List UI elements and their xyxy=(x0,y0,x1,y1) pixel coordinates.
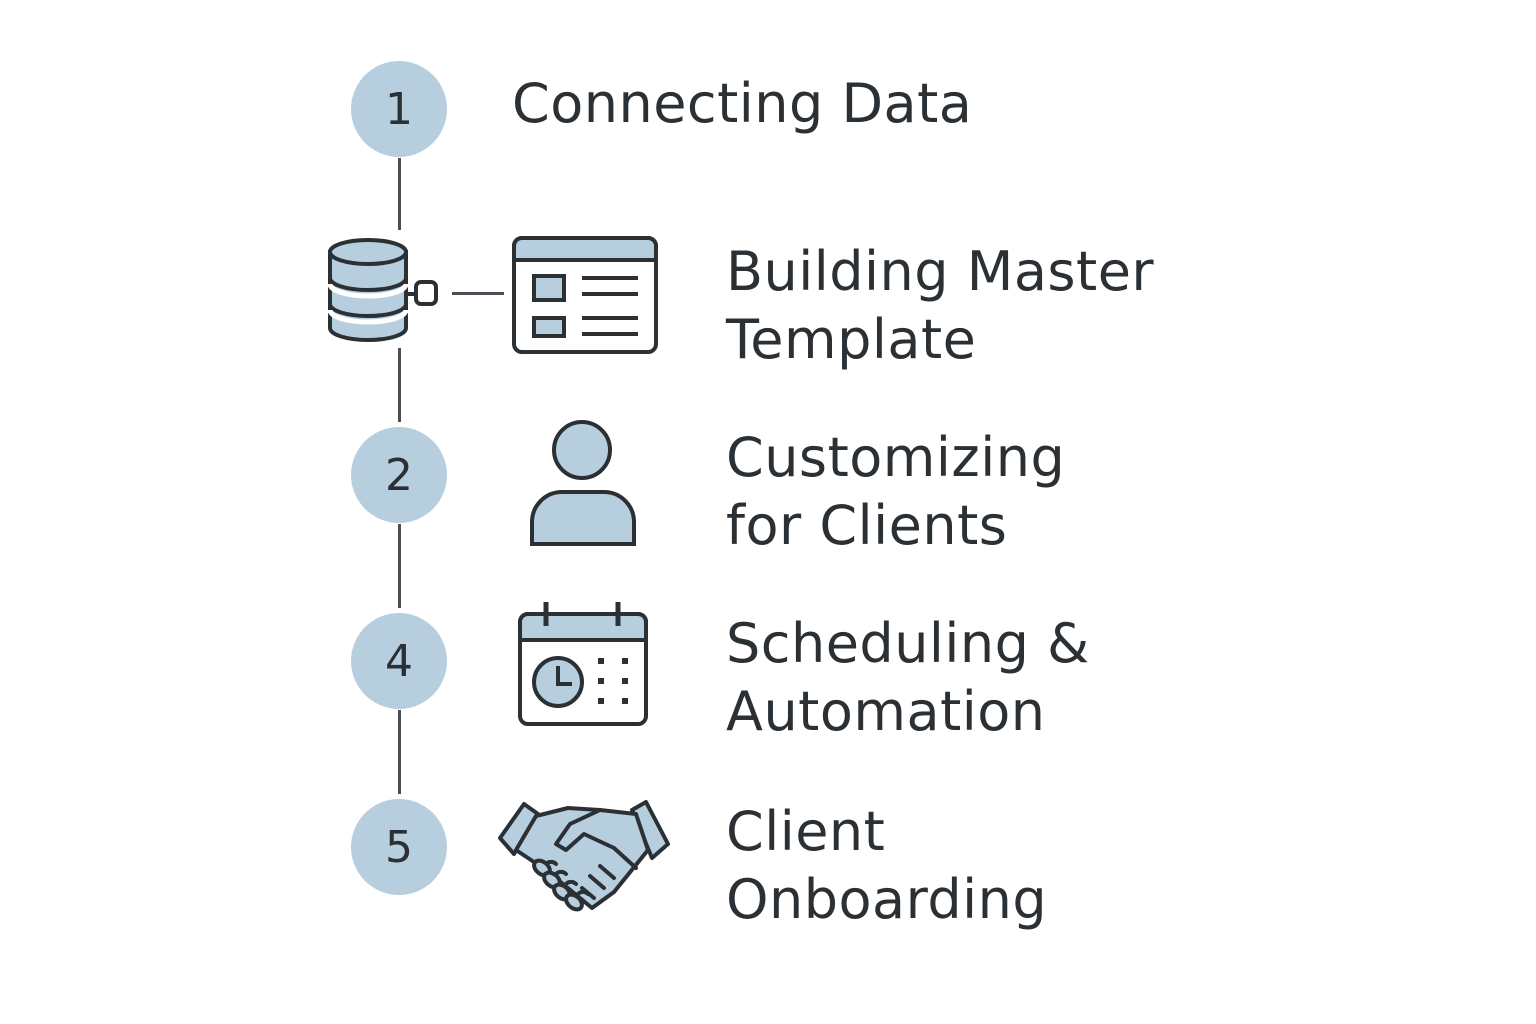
step-number: 1 xyxy=(385,83,413,135)
step-number-circle: 2 xyxy=(351,427,447,523)
step-title: Building Master Template xyxy=(726,238,1154,374)
connector-line xyxy=(398,158,401,230)
connector-line xyxy=(452,292,504,295)
step-title: Connecting Data xyxy=(512,70,972,138)
handshake-icon xyxy=(498,800,670,912)
step-title-line: Onboarding xyxy=(726,868,1048,931)
connector-line xyxy=(398,348,401,422)
step-number-circle: 1 xyxy=(351,61,447,157)
step-number-circle: 4 xyxy=(351,613,447,709)
step-title-line: for Clients xyxy=(726,494,1008,557)
connector-line xyxy=(398,524,401,608)
step-title-line: Connecting Data xyxy=(512,72,973,135)
step-number-circle: 5 xyxy=(351,799,447,895)
template-window-icon xyxy=(512,236,658,354)
step-title-line: Client xyxy=(726,800,886,863)
calendar-clock-icon xyxy=(518,602,648,726)
step-title: Client Onboarding xyxy=(726,798,1047,934)
step-number: 5 xyxy=(385,821,413,873)
step-title-line: Customizing xyxy=(726,426,1066,489)
step-title-line: Automation xyxy=(726,680,1046,743)
step-title-line: Building Master xyxy=(726,240,1155,303)
connector-line xyxy=(398,710,401,794)
step-title: Scheduling & Automation xyxy=(726,610,1090,746)
step-number: 2 xyxy=(385,449,413,501)
user-icon xyxy=(530,420,636,546)
step-title-line: Template xyxy=(726,308,977,371)
step-title: Customizing for Clients xyxy=(726,424,1065,560)
step-number: 4 xyxy=(385,635,413,687)
database-icon xyxy=(327,238,438,342)
step-title-line: Scheduling & xyxy=(726,612,1090,675)
